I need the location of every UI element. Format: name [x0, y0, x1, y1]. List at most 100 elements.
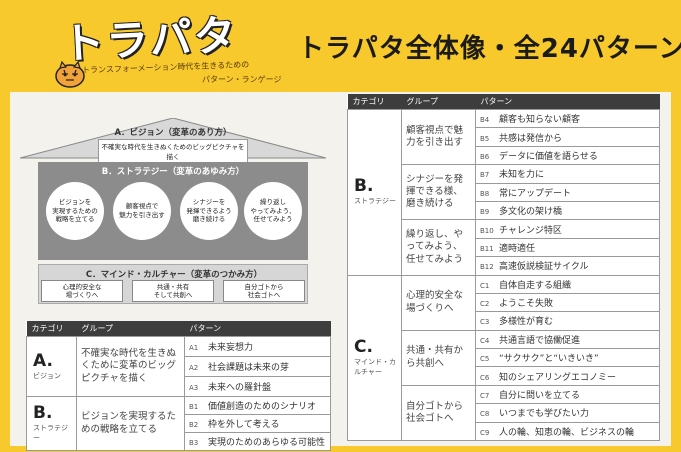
header-group: グループ: [76, 321, 185, 337]
pattern-cell: B9 多文化の架け橋: [475, 200, 660, 221]
pattern-name: 常にアップデート: [499, 188, 572, 199]
header-group: グループ: [401, 94, 476, 110]
category-name: マインド・カルチャー: [354, 357, 396, 376]
pattern-cell: C8 いつまでも学びたい力: [475, 403, 660, 423]
table-header-row: カテゴリ グループ パターン: [26, 321, 331, 337]
group-cell: 繰り返し、やってみよう、任せてみよう: [401, 219, 476, 276]
pattern-id: B6: [480, 152, 490, 161]
pattern-name: 多文化の架け橋: [499, 207, 563, 218]
pattern-id: B11: [480, 244, 494, 253]
header-pattern: パターン: [475, 94, 660, 110]
pattern-id: A1: [189, 344, 199, 352]
vision-label: A．ビジョン（変革のあり方）: [114, 128, 232, 138]
pattern-cell: C6 知のシェアリングエコノミー: [475, 366, 660, 386]
group-cell: 顧客視点で魅力を引き出す: [401, 108, 476, 166]
pattern-name: 枠を外して考える: [208, 420, 280, 430]
pattern-name: ようこそ失敗: [499, 299, 554, 310]
category-name: ストラテジー: [33, 423, 68, 442]
table-row: B3 実現のためのあらゆる可能性: [27, 432, 331, 451]
pattern-id: C9: [480, 428, 490, 437]
logo: トラパタ トランスフォーメーション時代を生きるための パターン・ランゲージ: [52, 6, 292, 90]
group-cell: 心理的安全な場づくりへ: [401, 274, 476, 331]
pattern-id: C4: [480, 336, 490, 345]
pattern-cell: C7 自分に問いを立てる: [475, 384, 660, 405]
table-row: A. ビジョン 不確実な時代を生きぬくために変革のビッグピクチャを描く A1 未来…: [26, 336, 331, 397]
table-row: 自分ゴトから社会ゴトへ C7 自分に問いを立てる: [348, 384, 660, 442]
pattern-cell: B3 実現のためのあらゆる可能性: [184, 432, 331, 451]
group-cell: 不確実な時代を生きぬくために変革のビッグピクチャを描く: [76, 336, 185, 397]
pattern-name: 共通言語で協働促進: [499, 335, 581, 346]
pattern-cell: B11 適時適任: [475, 237, 660, 258]
pattern-id: A3: [189, 384, 199, 392]
page-title: トラパタ全体像・全24パターン: [298, 34, 681, 64]
pattern-name: “サクサク”と“いきいき”: [499, 354, 599, 365]
group-cell: 自分ゴトから社会ゴトへ: [401, 384, 476, 442]
pattern-name: 未来への羅針盤: [208, 383, 272, 393]
strategy-circle-4: 繰り返し やってみよう、 任せてみよう: [244, 182, 302, 240]
pattern-id: B10: [480, 226, 494, 235]
pattern-table-left: カテゴリ グループ パターン A. ビジョン 不確実な時代を生きぬくために変革の…: [26, 321, 331, 451]
pattern-cell: C5 “サクサク”と“いきいき”: [475, 348, 660, 368]
category-name: ビジョン: [33, 371, 61, 380]
pattern-id: C8: [480, 410, 490, 419]
pattern-id: B3: [189, 439, 199, 447]
pattern-cell: B5 共感は発信から: [475, 127, 660, 147]
pattern-id: C3: [480, 318, 490, 327]
category-name: ストラテジー: [354, 197, 396, 206]
pattern-name: 顧客も知らない顧客: [499, 115, 581, 126]
category-letter: B.: [33, 402, 53, 423]
tiger-mascot-icon: [55, 60, 85, 88]
pattern-name: 知のシェアリングエコノミー: [499, 372, 617, 383]
pattern-name: 未来妄想力: [208, 343, 254, 353]
pattern-name: いつまでも学びたい力: [499, 409, 590, 420]
pattern-cell: A3 未来への羅針盤: [184, 376, 331, 397]
group-cell: シナジーを発揮できる様、磨き続ける: [401, 164, 476, 221]
logo-subtitle-2: パターン・ランゲージ: [202, 75, 282, 84]
pattern-id: C5: [480, 355, 490, 364]
mind-item-3: 自分ゴトから 社会ゴトへ: [223, 280, 305, 302]
pattern-id: C7: [480, 392, 490, 401]
pattern-name: 実現のためのあらゆる可能性: [208, 438, 326, 448]
pattern-cell: B12 高速仮説検証サイクル: [475, 256, 660, 276]
category-letter: B.: [354, 176, 374, 197]
strategy-circle-2: 顧客視点で 魅力を引き出す: [113, 182, 171, 240]
pattern-id: B12: [480, 263, 494, 272]
pattern-name: 人の輪、知恵の輪、ビジネスの輪: [499, 427, 635, 438]
pattern-name: 未知を力に: [499, 170, 545, 181]
pattern-name: チャレンジ特区: [499, 225, 562, 236]
category-cell: A. ビジョン: [26, 336, 77, 397]
pattern-id: C1: [480, 281, 490, 290]
header-category: カテゴリ: [347, 94, 402, 110]
pattern-id: C6: [480, 373, 490, 382]
pattern-name: 共感は発信から: [499, 133, 563, 144]
strategy-box: B．ストラテジー（変革のあゆみ方） ビジョンを 実現するための 戦略を立てる 顧…: [38, 162, 308, 260]
pattern-cell: C9 人の輪、知恵の輪、ビジネスの輪: [475, 421, 660, 442]
mind-item-2: 共通・共有 そして共創へ: [132, 280, 214, 302]
pattern-cell: A1 未来妄想力: [184, 336, 331, 357]
header-category: カテゴリ: [26, 321, 77, 337]
pattern-id: B1: [189, 403, 199, 411]
mind-culture-label: C．マインド・カルチャー（変革のつかみ方）: [85, 270, 263, 280]
pattern-name: 高速仮説検証サイクル: [499, 262, 589, 273]
pattern-id: B9: [480, 208, 490, 217]
table-row: C5 “サクサク”と“いきいき”: [348, 348, 660, 368]
pattern-id: A2: [189, 364, 199, 372]
mind-item-1: 心理的安全な 場づくりへ: [41, 280, 123, 302]
table-row: C9 人の輪、知恵の輪、ビジネスの輪: [348, 421, 660, 442]
pattern-id: B5: [480, 134, 490, 143]
pattern-name: 適時適任: [499, 243, 536, 254]
pattern-name: 自分に問いを立てる: [499, 391, 581, 402]
strategy-circle-1: ビジョンを 実現するための 戦略を立てる: [46, 182, 104, 240]
